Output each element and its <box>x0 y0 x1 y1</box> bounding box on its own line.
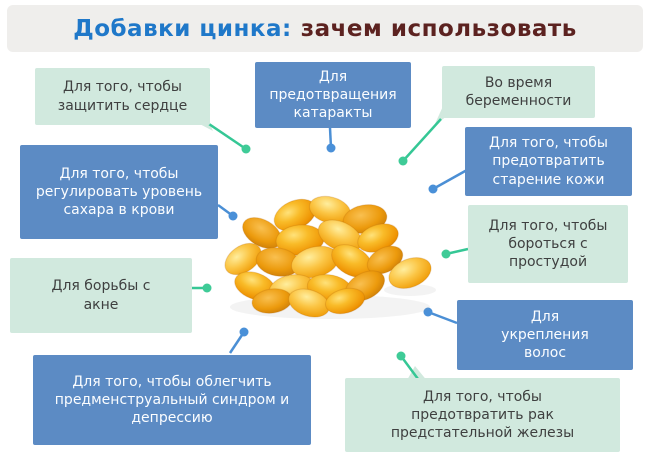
connector-line-prostate <box>399 355 420 380</box>
benefit-label: Для предотвращения катаракты <box>269 68 397 122</box>
benefit-label: Для того, чтобы облегчить предменструаль… <box>54 373 290 427</box>
connector-line-pregnancy <box>402 118 442 162</box>
benefit-label: Для того, чтобы бороться с простудой <box>488 217 608 271</box>
benefit-label: Для того, чтобы предотвратить рак предст… <box>390 388 575 442</box>
connector-dot-pms <box>239 327 249 337</box>
benefit-box-blood-sugar: Для того, чтобы регулировать уровень сах… <box>20 145 218 239</box>
benefit-box-skin-aging: Для того, чтобы предотвратить старение к… <box>465 127 632 196</box>
benefit-label: Для укрепления волос <box>501 308 589 362</box>
benefit-box-acne: Для борьбы с акне <box>10 258 192 333</box>
connector-line-skin-aging <box>432 168 468 191</box>
zinc-capsules-image <box>224 195 436 319</box>
connector-dot-blood-sugar <box>228 211 238 221</box>
benefit-label: Для того, чтобы предотвратить старение к… <box>489 135 608 188</box>
callout-tails <box>196 104 452 382</box>
connector-dots <box>202 143 451 361</box>
benefit-box-hair: Для укрепления волос <box>457 300 633 370</box>
connector-line-heart <box>208 122 247 151</box>
benefit-label: Для борьбы с акне <box>51 278 151 313</box>
benefit-label: Для того, чтобы регулировать уровень сах… <box>35 165 203 219</box>
connector-dot-hair <box>423 307 433 317</box>
connector-line-hair <box>427 310 458 325</box>
connector-dot-pregnancy <box>398 156 408 166</box>
connector-dot-acne <box>202 283 212 293</box>
benefit-box-cold: Для того, чтобы бороться с простудой <box>468 205 628 283</box>
page-title: Добавки цинка: зачем использовать <box>73 16 577 42</box>
header-band: Добавки цинка: зачем использовать <box>7 5 643 52</box>
benefit-box-pregnancy: Во время беременности <box>442 66 595 118</box>
connector-dot-prostate <box>396 351 406 361</box>
benefit-box-cataract: Для предотвращения катаракты <box>255 62 411 128</box>
connector-dot-cold <box>441 249 451 259</box>
benefit-label: Во время беременности <box>465 74 572 109</box>
benefit-label: Для того, чтобы защитить сердце <box>57 79 188 114</box>
benefit-box-pms: Для того, чтобы облегчить предменструаль… <box>33 355 311 445</box>
connector-dot-cataract <box>326 143 336 153</box>
benefit-box-heart: Для того, чтобы защитить сердце <box>35 68 210 125</box>
connector-dot-heart <box>241 144 251 154</box>
title-sub: зачем использовать <box>300 15 577 42</box>
title-main: Добавки цинка: <box>73 15 292 42</box>
benefit-box-prostate: Для того, чтобы предотвратить рак предст… <box>345 378 620 452</box>
connector-dot-skin-aging <box>428 184 438 194</box>
